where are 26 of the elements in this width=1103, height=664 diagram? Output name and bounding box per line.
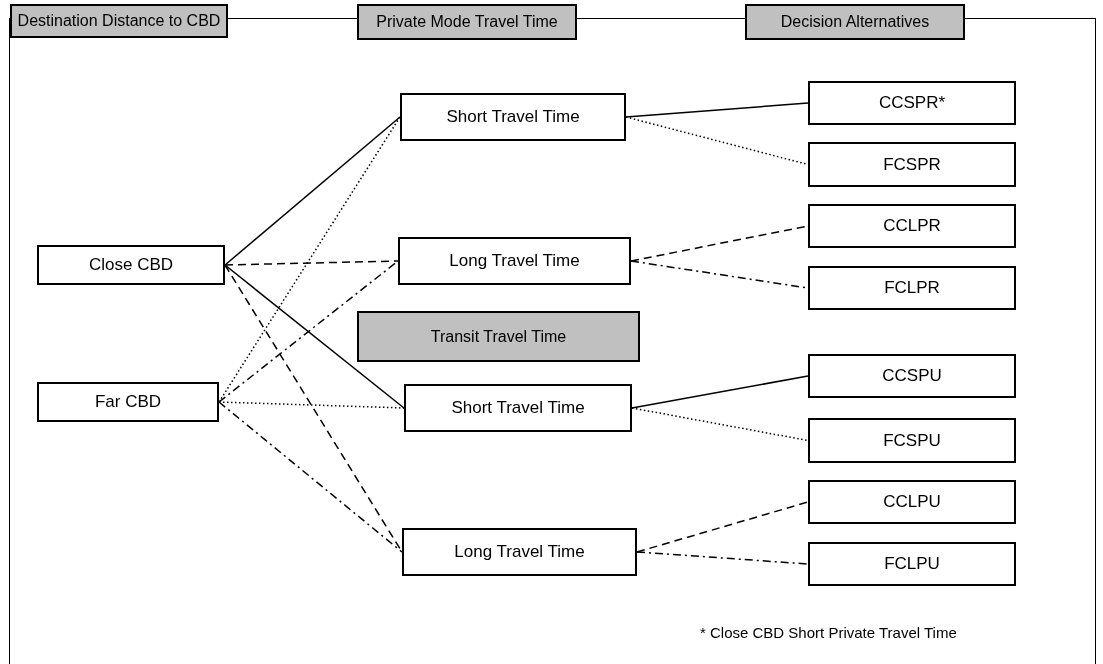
connector-line xyxy=(224,260,399,266)
option-box: Long Travel Time xyxy=(402,528,637,576)
connector-line xyxy=(631,375,809,409)
option-box: CCSPR* xyxy=(808,81,1016,125)
column-header: Destination Distance to CBD xyxy=(10,4,228,38)
option-box: Close CBD xyxy=(37,245,225,285)
option-box: FCLPR xyxy=(808,266,1016,310)
connector-line xyxy=(636,551,809,565)
option-box: Far CBD xyxy=(37,382,219,422)
column-header: Decision Alternatives xyxy=(745,4,965,40)
option-box: CCLPU xyxy=(808,480,1016,524)
connector-line xyxy=(224,116,401,266)
connector-line xyxy=(636,501,809,553)
footnote: * Close CBD Short Private Travel Time xyxy=(700,624,957,641)
option-box: FCSPR xyxy=(808,142,1016,187)
connector-line xyxy=(625,102,809,118)
column-header: Transit Travel Time xyxy=(357,311,640,362)
option-box: CCSPU xyxy=(808,354,1016,398)
connector-line xyxy=(218,401,403,553)
option-box: FCLPU xyxy=(808,542,1016,586)
option-box: Short Travel Time xyxy=(400,93,626,141)
option-box: Short Travel Time xyxy=(404,384,632,432)
option-box: Long Travel Time xyxy=(398,237,631,285)
option-box: FCSPU xyxy=(808,418,1016,463)
column-header: Private Mode Travel Time xyxy=(357,4,577,40)
option-box: CCLPR xyxy=(808,204,1016,248)
